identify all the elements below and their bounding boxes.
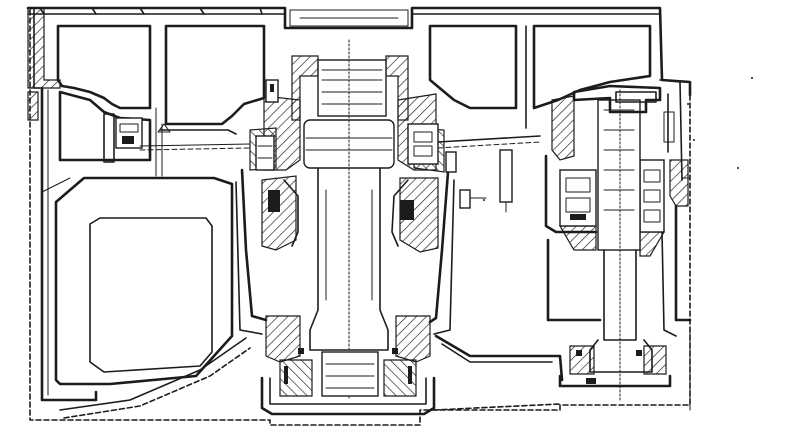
lubrication-pipe <box>437 135 541 213</box>
upper-left-chamber <box>56 24 266 177</box>
lower-bearing <box>260 315 436 416</box>
upper-right-chamber <box>428 24 652 129</box>
right-upper-cover <box>572 79 683 181</box>
base-line <box>433 329 691 411</box>
right-outer-wall <box>661 159 692 337</box>
left-seal-assembly <box>255 79 299 247</box>
bottom-left-wall <box>59 337 251 419</box>
top-frame-rim <box>27 7 661 27</box>
central-column-walls <box>235 168 564 382</box>
lower-left-chamber <box>41 176 234 386</box>
right-gear-housing <box>544 95 666 322</box>
main-shaft <box>303 39 395 401</box>
left-oil-pump <box>103 113 251 163</box>
right-seal-assembly <box>391 123 439 247</box>
left-wall-section <box>27 7 61 121</box>
right-lower-bearing <box>558 345 672 388</box>
scan-specks <box>483 77 753 201</box>
